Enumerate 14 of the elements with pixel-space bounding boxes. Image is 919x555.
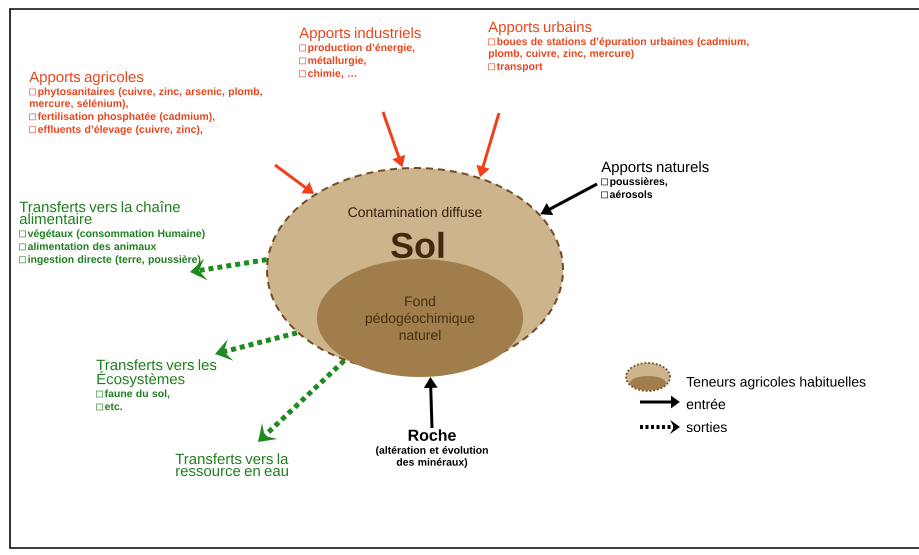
transfer-label: Transferts vers les Écosystèmes faune du sol, etc.	[96, 359, 216, 410]
source-label: Apports naturels poussières, aérosols	[600, 161, 709, 198]
rock-label: Roche (altération et évolution des minéraux)	[376, 429, 488, 468]
transfer-label: Transferts vers la chaîne alimentaire végétaux (consommation Humaine) alimentation des animaux ingestion directe (terre, poussière)	[18, 201, 205, 266]
ellipse-title: Contamination diffuse	[348, 206, 482, 218]
source-label: Apports industriels production d’énergie, métallurgie, chimie, …	[298, 27, 421, 78]
legend-text: entrée	[686, 398, 726, 410]
soil-title: Sol	[391, 232, 444, 258]
legend-text: Teneurs agricoles habituelles	[686, 376, 866, 390]
legend-text: sorties	[686, 422, 727, 432]
arrow	[258, 358, 346, 442]
source-label: Apports urbains boues de stations d’épuration urbaines (cadmium, plomb, cuivre, zinc, mercure) transport	[488, 21, 748, 72]
source-label: Apports agricoles phytosanitaires (cuivre, zinc, arsenic, plomb, mercure, sélénium), fertilisation phosphatée (cadmium), effluents d’élevage (cuivre, zinc),	[28, 71, 262, 136]
transfer-label: Transferts vers la ressource en eau	[176, 453, 288, 476]
